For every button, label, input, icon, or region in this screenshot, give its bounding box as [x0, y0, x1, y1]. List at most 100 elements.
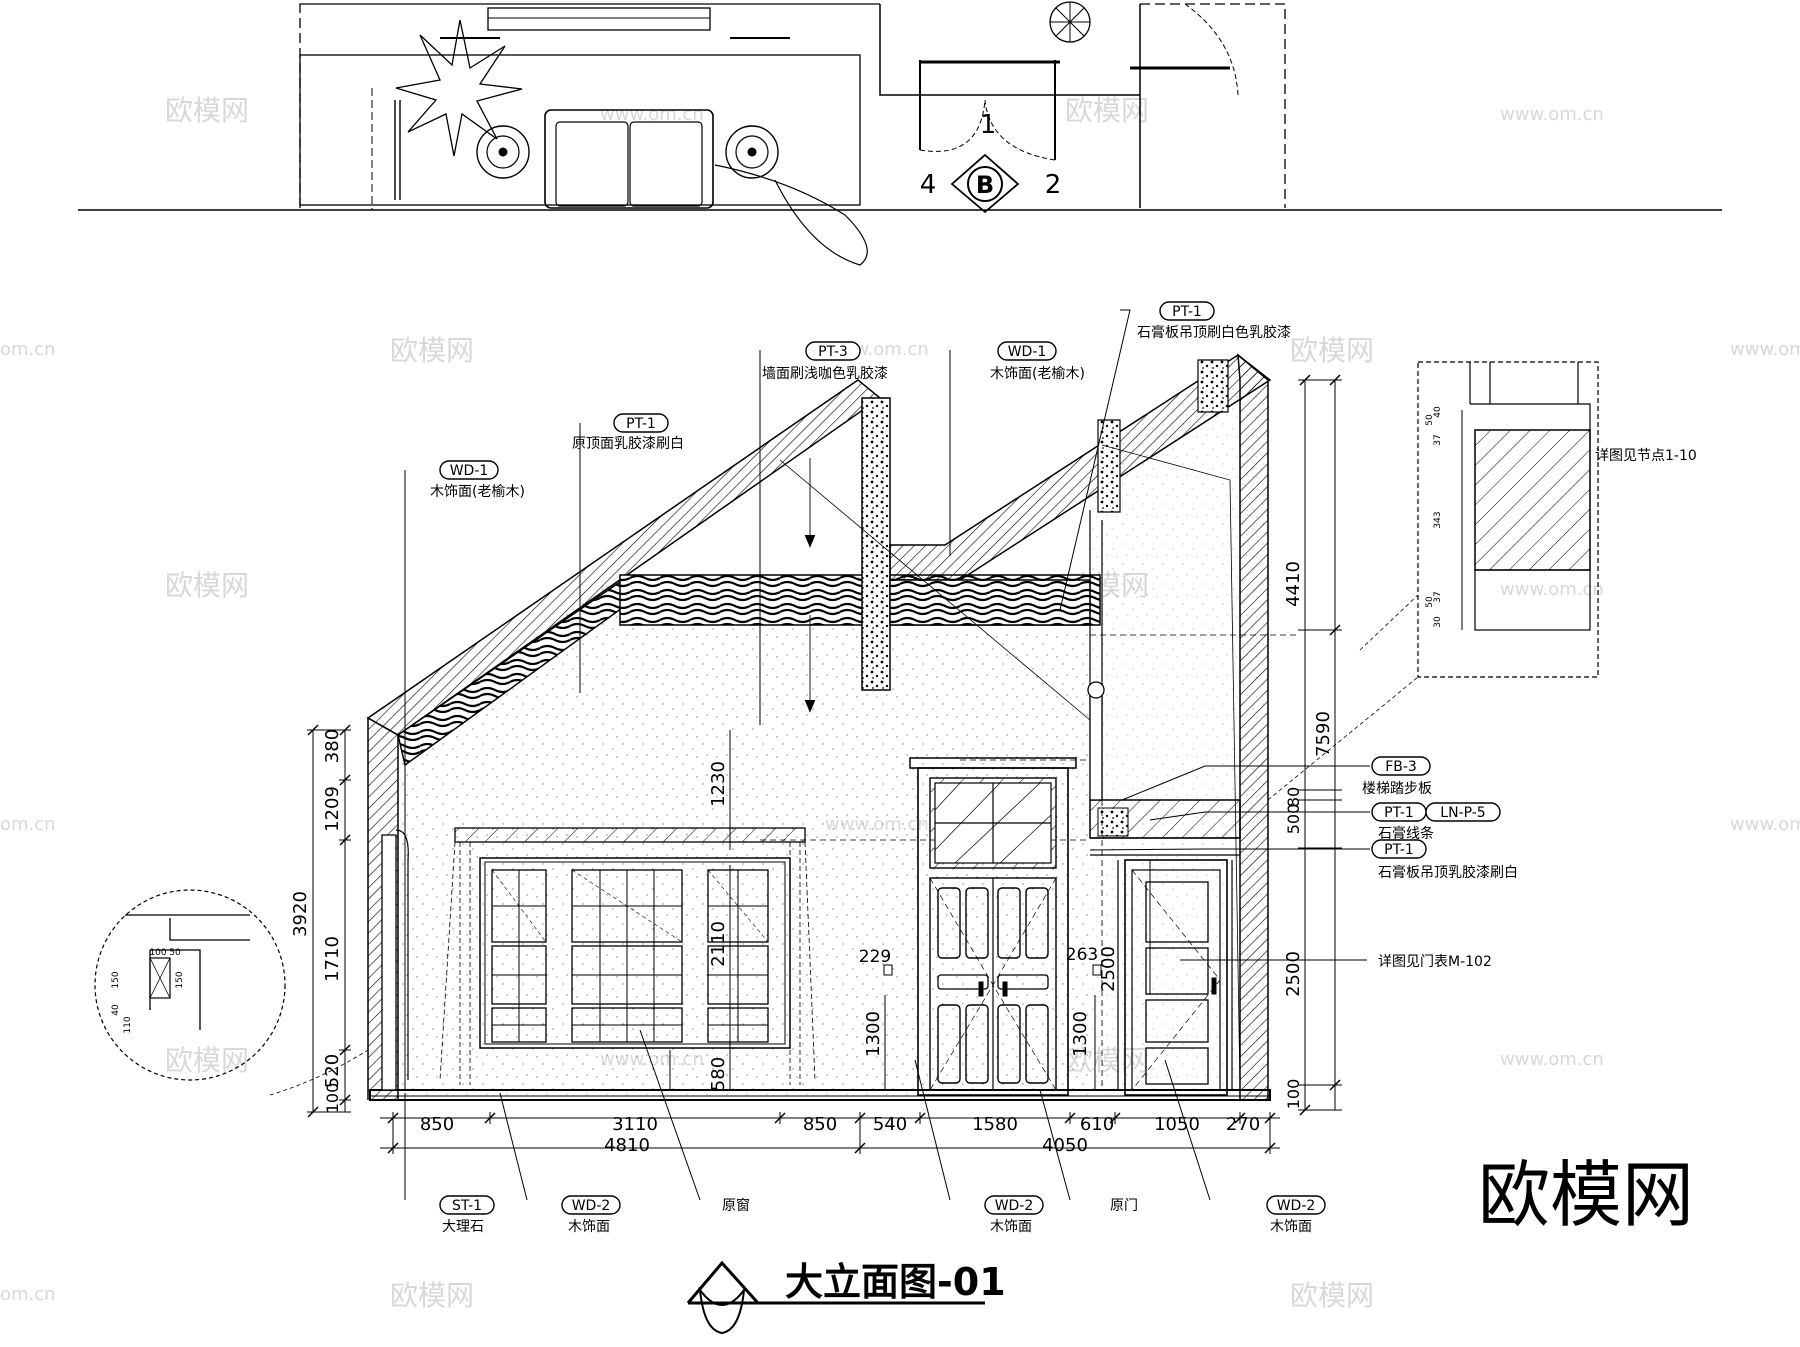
marker-number-1: 1	[980, 110, 997, 140]
right-detail	[1267, 361, 1599, 801]
watermark-url: om.cn	[0, 1284, 56, 1305]
svg-text:150: 150	[111, 971, 121, 988]
left-detail	[94, 889, 369, 1096]
svg-text:楼梯踏步板: 楼梯踏步板	[1362, 781, 1432, 797]
svg-text:150: 150	[175, 971, 185, 988]
svg-text:3110: 3110	[612, 1114, 658, 1135]
drawing-title: 大立面图-01	[686, 1260, 1006, 1335]
svg-text:1580: 1580	[972, 1114, 1018, 1135]
note-detail-node: 详图见节点1-10	[1595, 448, 1697, 464]
watermark-brand: 欧模网	[1065, 94, 1149, 127]
brand-logo-text: 欧模网	[1478, 1153, 1694, 1237]
svg-text:2500: 2500	[1098, 946, 1119, 992]
watermark-brand: 欧模网	[390, 334, 474, 367]
svg-text:木饰面(老榆木): 木饰面(老榆木)	[430, 484, 525, 500]
svg-text:原顶面乳胶漆刷白: 原顶面乳胶漆刷白	[572, 435, 684, 452]
callout-wd2-mid: WD-2 木饰面	[984, 1195, 1044, 1235]
svg-text:PT-1: PT-1	[626, 416, 656, 432]
window-assembly	[439, 827, 816, 1085]
svg-text:610: 610	[1080, 1114, 1114, 1135]
callout-st1: ST-1 大理石	[439, 1195, 495, 1235]
svg-text:50: 50	[169, 948, 181, 958]
svg-text:LN-P-5: LN-P-5	[1440, 805, 1485, 821]
svg-text:37: 37	[1433, 591, 1443, 602]
svg-text:270: 270	[1226, 1114, 1260, 1135]
note-orig-door: 原门	[1110, 1198, 1138, 1214]
callout-pt1-orig: PT-1 原顶面乳胶漆刷白	[572, 413, 684, 452]
marker-number-2: 2	[1045, 170, 1062, 200]
watermark-url: om.cn	[0, 339, 56, 360]
svg-text:40: 40	[111, 1004, 121, 1016]
dimension-lines	[307, 374, 1342, 1154]
watermark-brand: 欧模网	[390, 1279, 474, 1312]
svg-text:1209: 1209	[322, 786, 343, 832]
svg-text:50: 50	[1425, 414, 1435, 426]
svg-text:WD-2: WD-2	[1277, 1198, 1316, 1214]
watermark-url: om.cn	[0, 814, 56, 835]
svg-text:1710: 1710	[322, 936, 343, 982]
svg-text:木饰面: 木饰面	[568, 1219, 610, 1235]
svg-text:大理石: 大理石	[442, 1219, 484, 1235]
elevation-structure	[366, 353, 1300, 1101]
svg-text:石膏线条: 石膏线条	[1378, 825, 1434, 842]
svg-text:500: 500	[1284, 804, 1303, 835]
svg-text:ST-1: ST-1	[452, 1198, 482, 1214]
svg-text:木饰面: 木饰面	[990, 1219, 1032, 1235]
callout-fb3: FB-3 楼梯踏步板	[1362, 756, 1432, 797]
watermark-brand: 欧模网	[1290, 334, 1374, 367]
svg-text:3920: 3920	[290, 891, 311, 937]
svg-text:30: 30	[1433, 616, 1443, 628]
svg-text:229: 229	[859, 947, 891, 967]
svg-text:PT-1: PT-1	[1384, 842, 1414, 858]
watermark-url: www.om.cn	[1730, 814, 1800, 835]
svg-text:1230: 1230	[708, 761, 729, 807]
svg-text:50: 50	[1425, 596, 1435, 608]
svg-text:PT-3: PT-3	[818, 344, 848, 360]
single-door	[1117, 859, 1233, 1096]
watermark-url: www.om.cn	[1730, 339, 1800, 360]
svg-text:4410: 4410	[1283, 561, 1304, 607]
svg-text:WD-1: WD-1	[1008, 344, 1047, 360]
svg-text:WD-1: WD-1	[450, 463, 489, 479]
svg-text:WD-2: WD-2	[572, 1198, 611, 1214]
watermark-brand: 欧模网	[165, 569, 249, 602]
watermark-url: www.om.cn	[1500, 579, 1604, 600]
note-door-schedule: 详图见门表M-102	[1378, 954, 1492, 970]
svg-text:WD-2: WD-2	[995, 1198, 1034, 1214]
detail-dim-texts: 40 37 50 343 37 50 30 100 50 150 150 40 …	[111, 406, 1443, 1034]
svg-text:石膏板吊顶刷白色乳胶漆: 石膏板吊顶刷白色乳胶漆	[1137, 324, 1291, 341]
svg-text:520: 520	[322, 1054, 343, 1088]
svg-text:1300: 1300	[863, 1011, 884, 1057]
watermark-url: www.om.cn	[1500, 104, 1604, 125]
callout-ptc1-top: PT-1 石膏板吊顶刷白色乳胶漆	[1137, 301, 1291, 341]
svg-text:PT-1: PT-1	[1172, 304, 1202, 320]
leader-lines	[404, 309, 1370, 1201]
svg-text:2110: 2110	[708, 921, 729, 967]
svg-text:4810: 4810	[604, 1135, 650, 1156]
callout-wd2-left: WD-2 木饰面	[561, 1195, 621, 1235]
svg-text:80: 80	[1284, 787, 1303, 807]
svg-text:木饰面(老榆木): 木饰面(老榆木)	[990, 366, 1085, 382]
callout-pt1-ceiling: PT-1 石膏板吊顶乳胶漆刷白	[1371, 839, 1518, 881]
svg-text:石膏板吊顶乳胶漆刷白: 石膏板吊顶乳胶漆刷白	[1378, 864, 1518, 881]
svg-text:1300: 1300	[1070, 1011, 1091, 1057]
svg-text:540: 540	[873, 1114, 907, 1135]
svg-text:墙面刷浅咖色乳胶漆: 墙面刷浅咖色乳胶漆	[762, 365, 888, 382]
svg-text:4050: 4050	[1042, 1135, 1088, 1156]
watermark-url: www.om.cn	[1500, 1049, 1604, 1070]
callout-wd1-left: WD-1 木饰面(老榆木)	[430, 460, 525, 500]
watermark-brand: 欧模网	[1290, 1279, 1374, 1312]
svg-text:110: 110	[123, 1016, 133, 1033]
callout-wd1-mid: WD-1 木饰面(老榆木)	[990, 341, 1085, 382]
notes: 详图见节点1-10 详图见门表M-102 原窗 原门	[722, 448, 1697, 1214]
svg-text:100: 100	[1284, 1079, 1303, 1110]
note-orig-window: 原窗	[722, 1197, 750, 1214]
double-door	[883, 757, 1102, 1096]
plan-view	[78, 1, 1722, 266]
marker-letter: B	[976, 171, 994, 199]
svg-text:100: 100	[323, 1083, 342, 1114]
svg-text:580: 580	[708, 1057, 729, 1091]
watermark-brand: 欧模网	[165, 94, 249, 127]
